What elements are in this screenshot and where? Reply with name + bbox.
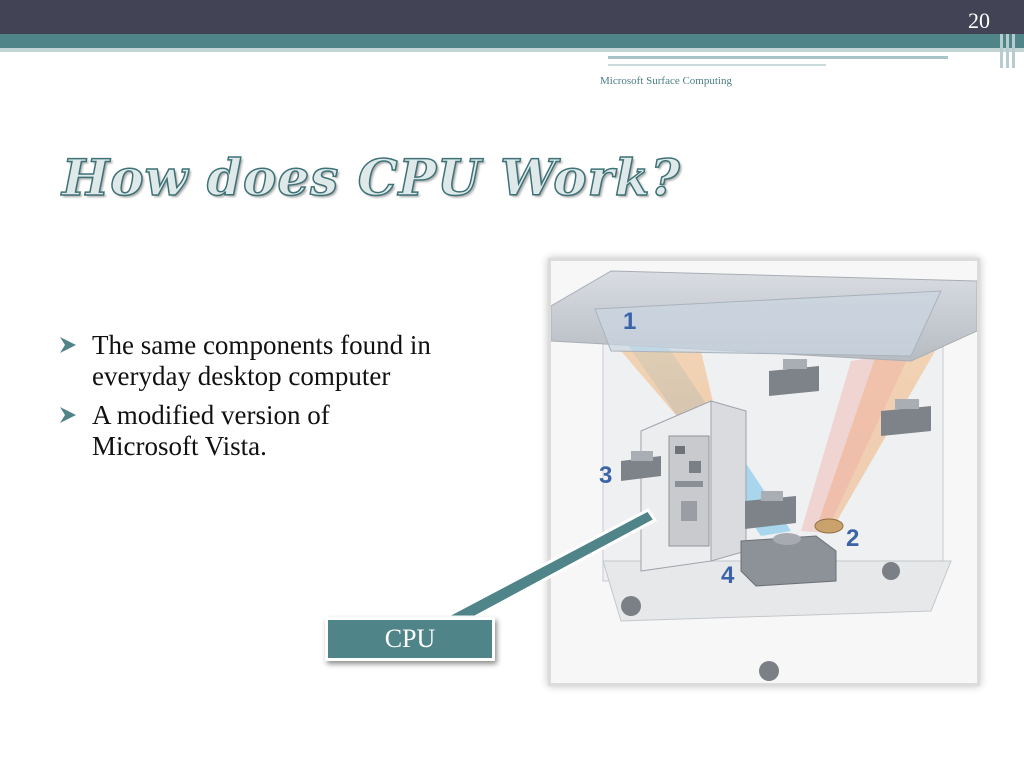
display-surface: [594, 290, 942, 357]
header-bar: [0, 0, 1024, 34]
header-deco-bar: [1012, 34, 1015, 68]
bullet-list: The same components found in everyday de…: [56, 330, 436, 470]
cpu-component: [675, 481, 703, 487]
camera-unit: [621, 451, 661, 481]
camera-beam: [816, 341, 941, 531]
figure-label-2: 2: [846, 525, 859, 552]
bullet-item: A modified version of Microsoft Vista.: [56, 400, 436, 462]
cpu-callout-label: CPU: [325, 617, 495, 661]
wheel: [621, 596, 641, 616]
surface-hardware-figure: 1 2 3 4: [548, 258, 980, 686]
cpu-component: [675, 446, 685, 454]
wheel: [882, 562, 900, 580]
camera-unit: [745, 491, 796, 529]
surface-diagram: 1 2 3 4: [551, 270, 977, 681]
header-accent-line: [608, 56, 948, 59]
cpu-tower-side: [710, 400, 747, 562]
header-accent-line-short: [608, 64, 826, 66]
camera-unit: [769, 359, 819, 396]
camera-beam: [621, 351, 741, 521]
projector-lens: [773, 533, 801, 545]
camera-unit: [881, 399, 931, 436]
slide-footer: Microsoft Surface Computing: [600, 75, 732, 87]
header-pale-band: [0, 48, 1024, 52]
header-deco-bar: [1006, 34, 1009, 68]
bullet-item: The same components found in everyday de…: [56, 330, 436, 392]
cpu-component: [689, 461, 701, 473]
bullet-text: The same components found in everyday de…: [92, 330, 431, 391]
wheel: [759, 661, 779, 681]
header-deco-bar: [1000, 34, 1003, 68]
figure-label-4: 4: [721, 562, 735, 589]
header-accent-band: [0, 34, 1024, 48]
arrow-bullet-icon: [60, 337, 76, 353]
mirror-lens: [814, 518, 844, 534]
projector-unit: [740, 535, 837, 587]
slide-number: 20: [968, 8, 990, 33]
slide-title: How does CPU Work?: [61, 147, 681, 208]
figure-label-1: 1: [623, 308, 636, 335]
figure-label-3: 3: [599, 462, 612, 489]
cpu-component: [681, 501, 697, 521]
cpu-board: [668, 435, 710, 547]
bullet-text: A modified version of Microsoft Vista.: [92, 400, 330, 461]
arrow-bullet-icon: [60, 407, 76, 423]
camera-beam: [801, 351, 911, 533]
